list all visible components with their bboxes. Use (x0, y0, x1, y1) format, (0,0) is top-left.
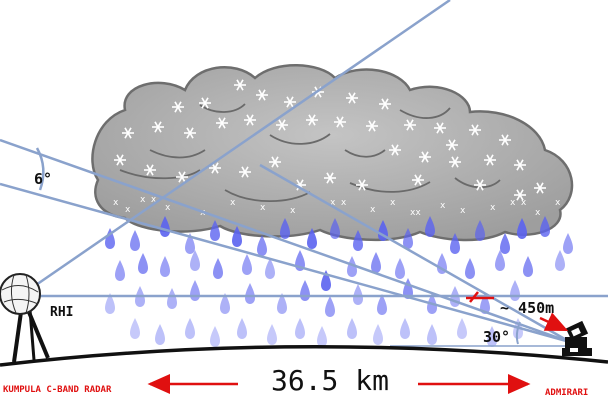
svg-text:x: x (165, 203, 171, 213)
height-marker (466, 291, 569, 332)
svg-text:x: x (460, 206, 466, 216)
svg-text:x: x (535, 208, 541, 218)
svg-text:x: x (290, 206, 296, 216)
svg-text:x: x (230, 198, 236, 208)
elevation-line-30 (259, 163, 571, 344)
angle-arc-6deg (35, 147, 45, 191)
svg-text:xx: xx (410, 208, 421, 218)
right-site-label: ADMIRARI (545, 388, 588, 398)
ground-curve (0, 344, 608, 367)
admirari-radiometer-icon (562, 320, 592, 356)
svg-text:x: x (260, 203, 266, 213)
angle-arc-30deg (515, 321, 521, 345)
svg-text:x: x (555, 198, 561, 208)
beam-upper-edge (0, 138, 571, 344)
angle-elevation-label: 30° (483, 328, 510, 346)
height-label: ~ 450m (500, 299, 554, 317)
svg-text:x x: x x (140, 195, 157, 205)
left-site-label: KUMPULA C-BAND RADAR (3, 385, 112, 395)
svg-text:x: x (125, 205, 131, 215)
svg-text:x: x (390, 198, 396, 208)
svg-text:x x: x x (330, 198, 347, 208)
kumpula-radar-icon (0, 273, 50, 363)
scan-mode-label: RHI (50, 305, 73, 320)
beam-steep (19, 0, 451, 298)
svg-text:x: x (370, 205, 376, 215)
beam-lower-edge (0, 182, 571, 344)
svg-text:x: x (490, 203, 496, 213)
distance-label: 36.5 km (271, 364, 389, 397)
angle-beam-label: 6° (34, 170, 52, 188)
svg-text:x: x (440, 201, 446, 211)
svg-text:x x: x x (510, 198, 527, 208)
svg-text:x: x (113, 198, 119, 208)
radar-beams (0, 0, 608, 344)
